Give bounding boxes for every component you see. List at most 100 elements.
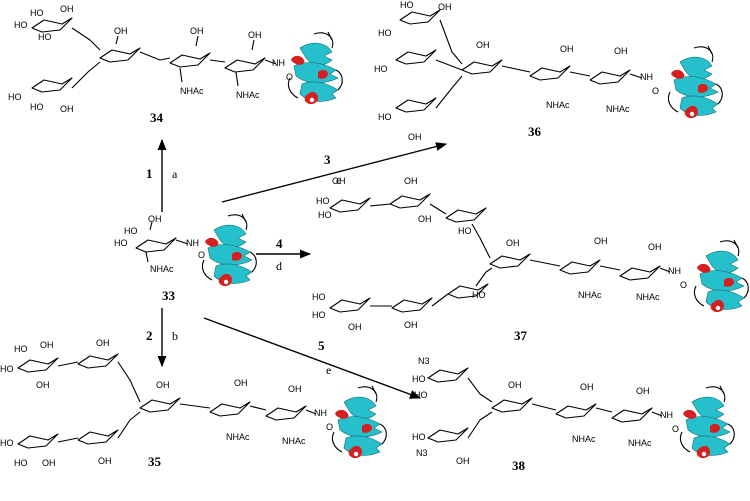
atom-oh: OH	[560, 44, 574, 54]
step-number-2: 2	[146, 328, 153, 343]
atom-nh: NH	[640, 72, 653, 82]
reaction-arrow-icon-5	[203, 317, 422, 399]
atom-nhac: NHAc	[606, 104, 630, 114]
atom-nhac: NHAc	[282, 436, 306, 446]
atom-ho: HO	[14, 344, 28, 354]
atom-ho: HO	[472, 290, 486, 300]
atom-nhac: NHAc	[180, 86, 204, 96]
atom-ho: HO	[378, 28, 392, 38]
atom-ho: HO	[114, 238, 128, 248]
protein-ribbon-icon	[201, 213, 257, 287]
atom-oh: OH	[40, 340, 54, 350]
compound-33-structure: OH HO HO NHAc NH O	[114, 213, 257, 287]
step-condition-c: c	[336, 173, 341, 187]
protein-ribbon-icon	[667, 45, 723, 119]
atom-nhac: NHAc	[150, 264, 174, 274]
atom-nhac: NHAc	[572, 434, 596, 444]
compound-34-structure: HO OH HO HO HO HO OH OH OH OH NHAc NHAc …	[8, 4, 343, 114]
atom-oh: OH	[418, 214, 432, 224]
atom-n3: N3	[416, 448, 428, 458]
atom-oh: OH	[248, 30, 262, 40]
atom-nh: NH	[314, 408, 327, 418]
atom-oh: OH	[332, 176, 346, 186]
protein-ribbon-icon	[287, 31, 343, 105]
compound-label-34: 34	[150, 110, 164, 125]
atom-oh: OH	[348, 322, 362, 332]
atom-oh: OH	[408, 132, 422, 142]
atom-ho: HO	[8, 92, 22, 102]
step-number-4: 4	[276, 236, 283, 251]
atom-nhac: NHAc	[226, 432, 250, 442]
atom-o: O	[286, 72, 293, 82]
step-number-3: 3	[324, 152, 331, 167]
atom-ho: HO	[378, 112, 392, 122]
atom-oh: OH	[190, 26, 204, 36]
atom-oh: OH	[42, 458, 56, 468]
step-condition-e: e	[326, 363, 331, 377]
step-number-1: 1	[146, 166, 153, 181]
atom-ho: HO	[38, 32, 52, 42]
protein-ribbon-icon	[693, 239, 749, 313]
atom-ho: HO	[14, 458, 28, 468]
atom-ho: HO	[412, 374, 426, 384]
atom-oh: OH	[594, 236, 608, 246]
atom-oh: OH	[98, 456, 112, 466]
atom-ho: HO	[414, 390, 428, 400]
step-condition-d: d	[276, 259, 282, 273]
atom-nhac: NHAc	[236, 90, 260, 100]
atom-oh: OH	[96, 338, 110, 348]
compound-label-35: 35	[148, 454, 162, 469]
atom-o: O	[680, 280, 687, 290]
atom-ho: HO	[318, 210, 332, 220]
compound-38-structure: N3 HO HO HO N3 OH OH OH OH NHAc NHAc NH …	[412, 356, 735, 466]
atom-ho: HO	[14, 20, 28, 30]
atom-ho: HO	[30, 102, 44, 112]
atom-oh: OH	[234, 378, 248, 388]
atom-oh: OH	[36, 380, 50, 390]
atom-nhac: NHAc	[578, 290, 602, 300]
atom-nhac: NHAc	[628, 438, 652, 448]
atom-ho: HO	[312, 292, 326, 302]
atom-o: O	[198, 250, 205, 260]
reaction-arrow-icon-3	[221, 142, 448, 203]
atom-nh: NH	[660, 410, 673, 420]
atom-nhac: NHAc	[546, 100, 570, 110]
atom-oh: OH	[60, 104, 74, 114]
atom-oh: OH	[508, 380, 522, 390]
atom-oh: OH	[648, 242, 662, 252]
atom-ho: HO	[30, 8, 44, 18]
compound-label-38: 38	[512, 458, 526, 473]
atom-o: O	[672, 424, 679, 434]
atom-o: O	[326, 422, 333, 432]
atom-oh: OH	[580, 382, 594, 392]
step-condition-a: a	[172, 167, 178, 181]
atom-ho: HO	[0, 364, 14, 374]
atom-oh: OH	[614, 46, 628, 56]
atom-oh: OH	[288, 384, 302, 394]
atom-ho: HO	[400, 0, 414, 10]
atom-oh: OH	[438, 2, 452, 12]
protein-ribbon-icon	[331, 385, 387, 459]
atom-oh: OH	[156, 380, 170, 390]
compound-label-36: 36	[528, 124, 542, 139]
atom-nhac: NHAc	[636, 292, 660, 302]
atom-ho: HO	[374, 64, 388, 74]
atom-ho: HO	[0, 438, 14, 448]
atom-ho: HO	[458, 226, 472, 236]
compound-36-structure: HO OH HO HO HO OH OH OH OH NHAc NHAc NH …	[374, 0, 723, 142]
atom-oh: OH	[148, 214, 162, 224]
atom-ho: HO	[312, 310, 326, 320]
atom-oh: OH	[60, 4, 74, 14]
atom-oh: OH	[404, 176, 418, 186]
compound-37-structure: OH HO HO OH OH HO HO HO OH OH HO OH OH O…	[312, 176, 749, 332]
atom-oh: OH	[404, 320, 418, 330]
atom-oh: OH	[506, 238, 520, 248]
atom-oh: OH	[456, 456, 470, 466]
step-condition-b: b	[172, 329, 178, 343]
atom-oh: OH	[636, 386, 650, 396]
atom-nh: NH	[272, 58, 285, 68]
protein-ribbon-icon	[679, 385, 735, 459]
step-number-5: 5	[318, 338, 325, 353]
atom-ho: HO	[124, 226, 138, 236]
atom-o: O	[652, 86, 659, 96]
